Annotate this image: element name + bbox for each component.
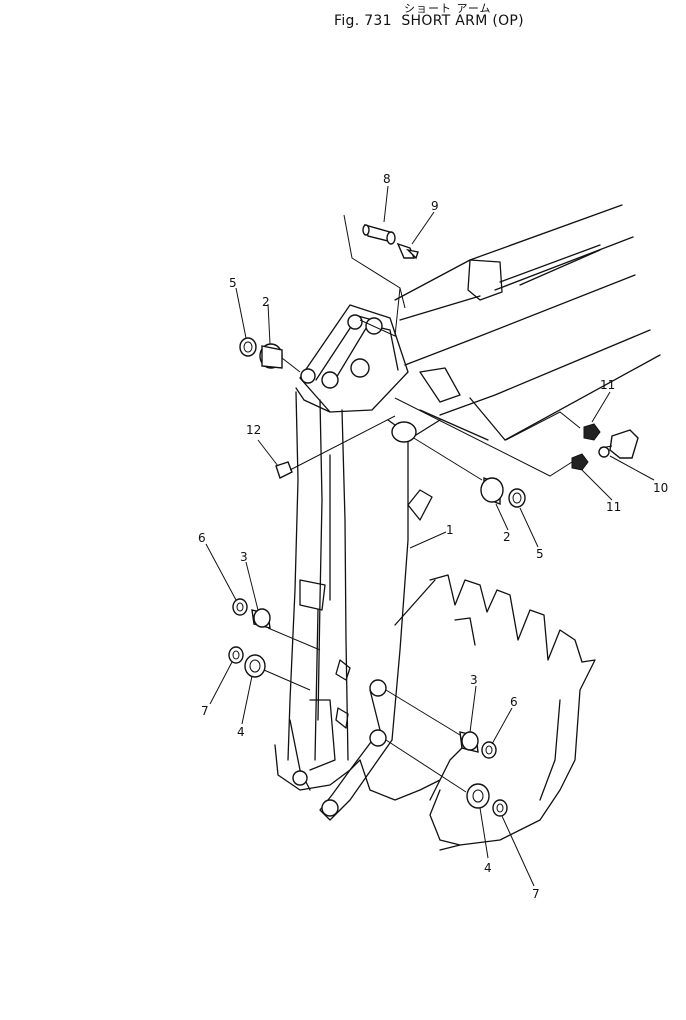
diagram-title-japanese: ショート アーム <box>404 2 492 15</box>
callout-10: 10 <box>653 481 668 495</box>
callout-7-right: 7 <box>532 887 540 901</box>
callout-5-lower: 5 <box>536 547 544 561</box>
callout-5-upper: 5 <box>229 276 237 290</box>
callout-8: 8 <box>383 172 391 186</box>
part-6-seal-left <box>232 598 248 616</box>
arm-top-bracket <box>295 304 409 413</box>
part-7-seal-left <box>228 646 244 664</box>
callout-labels: 1 2 2 3 3 4 4 5 5 6 6 7 7 8 9 10 11 11 1… <box>198 172 668 901</box>
figure-name: SHORT ARM (OP) <box>401 13 524 29</box>
part-7-seal-right <box>492 799 508 817</box>
callout-11-upper: 11 <box>600 378 615 392</box>
callout-2-upper: 2 <box>262 295 270 309</box>
part-9-fitting <box>396 242 419 260</box>
part-4-bushing-left <box>244 654 266 678</box>
figure-number: Fig. 731 <box>334 13 392 29</box>
part-5-seal-upper <box>239 337 257 357</box>
bucket-outline <box>394 574 596 851</box>
callout-7-left: 7 <box>201 704 209 718</box>
boom-outline <box>394 204 661 441</box>
part-10-bracket <box>598 429 639 459</box>
arm-body <box>287 391 441 761</box>
part-2-bushing-lower <box>480 476 504 506</box>
part-3-bushing-right <box>459 731 479 753</box>
part-6-seal-right <box>481 741 497 759</box>
part-5-seal-lower <box>508 488 526 508</box>
callout-3-left: 3 <box>240 550 248 564</box>
part-2-bushing-upper <box>259 343 283 369</box>
callout-1: 1 <box>446 523 454 537</box>
part-4-bushing-right <box>466 783 490 809</box>
callout-4-left: 4 <box>237 725 245 739</box>
callout-11-lower: 11 <box>606 500 621 514</box>
callout-6-right: 6 <box>510 695 518 709</box>
part-11-nuts <box>571 423 601 471</box>
callout-4-right: 4 <box>484 861 492 875</box>
callout-9: 9 <box>431 199 439 213</box>
part-3-bushing-left <box>251 608 271 629</box>
assembly-lines <box>263 357 581 793</box>
part-8-pin <box>362 223 396 245</box>
callout-12: 12 <box>246 423 261 437</box>
callout-6-left: 6 <box>198 531 206 545</box>
diagram-title: Fig. 731 SHORT ARM (OP) <box>334 13 564 29</box>
part-12-fitting <box>275 461 293 479</box>
callout-2-lower: 2 <box>503 530 511 544</box>
leader-lines <box>205 185 655 887</box>
callout-3-right: 3 <box>470 673 478 687</box>
detail-plate <box>343 214 406 337</box>
arm-lower-end <box>274 659 441 821</box>
